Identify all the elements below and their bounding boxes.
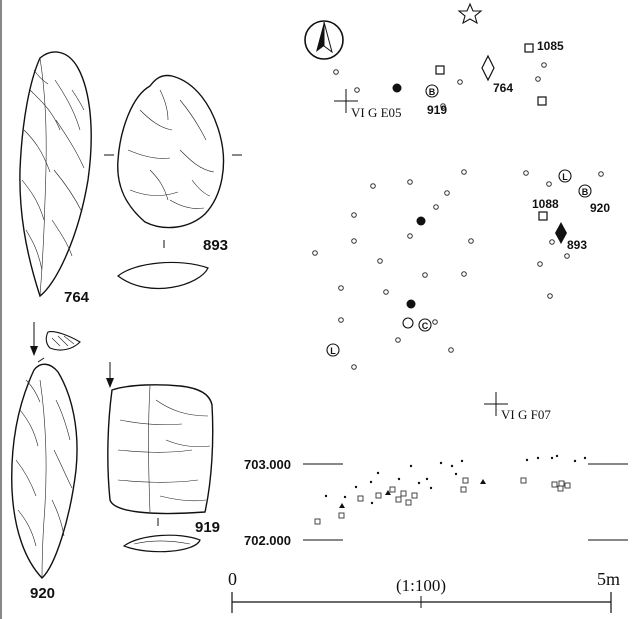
star-icon [457, 2, 483, 25]
svg-text:B: B [429, 87, 436, 97]
plan-circle-c: C [418, 318, 432, 332]
map-label-893: 893 [567, 238, 587, 252]
artifact-893-drawing [104, 74, 242, 248]
plan-circle-l1: L [558, 169, 572, 183]
grid-label-vf07: VI G F07 [501, 407, 551, 422]
svg-text:B: B [582, 187, 589, 197]
artifact-764-drawing [19, 51, 92, 298]
artifact-893-section [117, 261, 209, 290]
map-label-1085: 1085 [537, 39, 564, 53]
grid-label-ve05: VI G E05 [351, 105, 402, 120]
elevation-lower: 702.000 [244, 533, 291, 548]
artifact-920-drawing [11, 322, 81, 579]
artifact-919-drawing [106, 362, 214, 553]
map-label-919: 919 [427, 103, 447, 117]
scale-ratio-label: (1:100) [396, 576, 446, 595]
map-label-920: 920 [590, 201, 610, 215]
plan-diamond-893 [555, 222, 567, 244]
svg-text:L: L [330, 346, 336, 356]
plan-square-markers [435, 43, 548, 221]
artifact-764-label: 764 [64, 289, 90, 306]
section-points [314, 454, 587, 525]
grid-cross-ve05 [334, 89, 358, 113]
grid-cross-vf07 [484, 392, 508, 416]
artifact-919-label: 919 [195, 519, 220, 536]
elevation-upper: 703.000 [244, 457, 291, 472]
plan-filled-dots [392, 83, 426, 309]
plan-flake-dots [312, 62, 604, 370]
artifact-920-label: 920 [30, 585, 55, 602]
plan-circle-l2: L [326, 343, 340, 357]
artifact-893-label: 893 [203, 237, 228, 254]
svg-text:L: L [562, 172, 568, 182]
plan-circle-b1: B [425, 84, 439, 98]
scale-start-label: 0 [228, 569, 237, 589]
plan-diamond-764 [481, 54, 495, 82]
scale-end-label: 5m [597, 569, 620, 589]
plan-open-circle [402, 317, 414, 329]
plan-circle-b2: B [578, 184, 592, 198]
map-label-1088: 1088 [532, 197, 559, 211]
map-label-764: 764 [493, 81, 513, 95]
north-arrow-icon [304, 20, 344, 60]
svg-text:C: C [422, 321, 429, 331]
